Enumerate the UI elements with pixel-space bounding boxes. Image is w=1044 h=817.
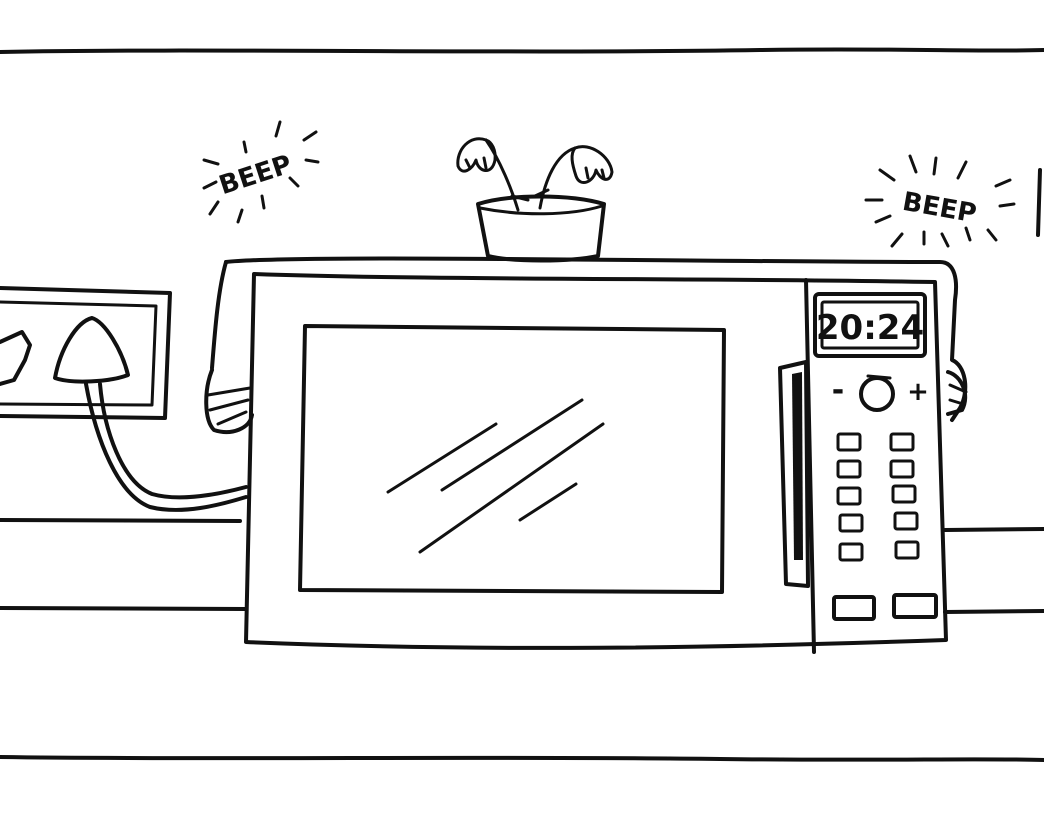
door-handle: [778, 360, 810, 588]
plant-stems: [484, 138, 577, 212]
wall-socket: [0, 286, 248, 512]
clock-display-frame: [813, 292, 927, 358]
counter-front-right-line: [943, 609, 1044, 614]
stop-button: [892, 593, 938, 619]
microwave-front-face: [244, 272, 948, 650]
control-button: [836, 486, 862, 506]
counter-back-left-line: [0, 518, 242, 523]
wall-top-line: [0, 47, 1044, 54]
control-button: [838, 513, 864, 533]
dial-knob: [859, 376, 895, 412]
floor-line: [0, 755, 1044, 762]
control-buttons: [832, 432, 938, 621]
drooping-flower-left: [456, 137, 497, 173]
plug-body: [53, 316, 130, 384]
counter-front-left-line: [0, 606, 248, 611]
microwave-left-foot: [204, 368, 254, 435]
control-button: [836, 432, 862, 452]
dial-plus-label: +: [907, 377, 929, 407]
control-button: [838, 542, 864, 562]
control-button: [894, 540, 920, 560]
control-button: [889, 459, 915, 479]
beep-right-text: BEEP: [900, 187, 978, 229]
clock-display: 20:24: [816, 308, 924, 348]
microwave: 20:24 - +: [204, 256, 968, 654]
counter-back-right-line: [943, 527, 1044, 532]
potted-plant: [456, 137, 614, 263]
start-button: [832, 595, 876, 621]
beep-left: BEEP: [202, 120, 320, 224]
plug-cord: [84, 382, 248, 512]
control-button: [891, 484, 917, 504]
beep-left-text: BEEP: [216, 150, 296, 202]
wall-right-edge: [1036, 168, 1042, 237]
microwave-window: [298, 324, 726, 594]
control-button: [889, 432, 915, 452]
other-plug: [0, 330, 32, 386]
microwave-back-body: [224, 256, 968, 422]
control-button: [893, 511, 919, 531]
control-button: [836, 459, 862, 479]
control-panel-divider: [804, 278, 816, 654]
beep-right: BEEP: [864, 154, 1016, 248]
glass-reflection: [386, 398, 605, 554]
drooping-flower-right: [570, 145, 614, 185]
dial-minus-label: -: [832, 373, 844, 408]
